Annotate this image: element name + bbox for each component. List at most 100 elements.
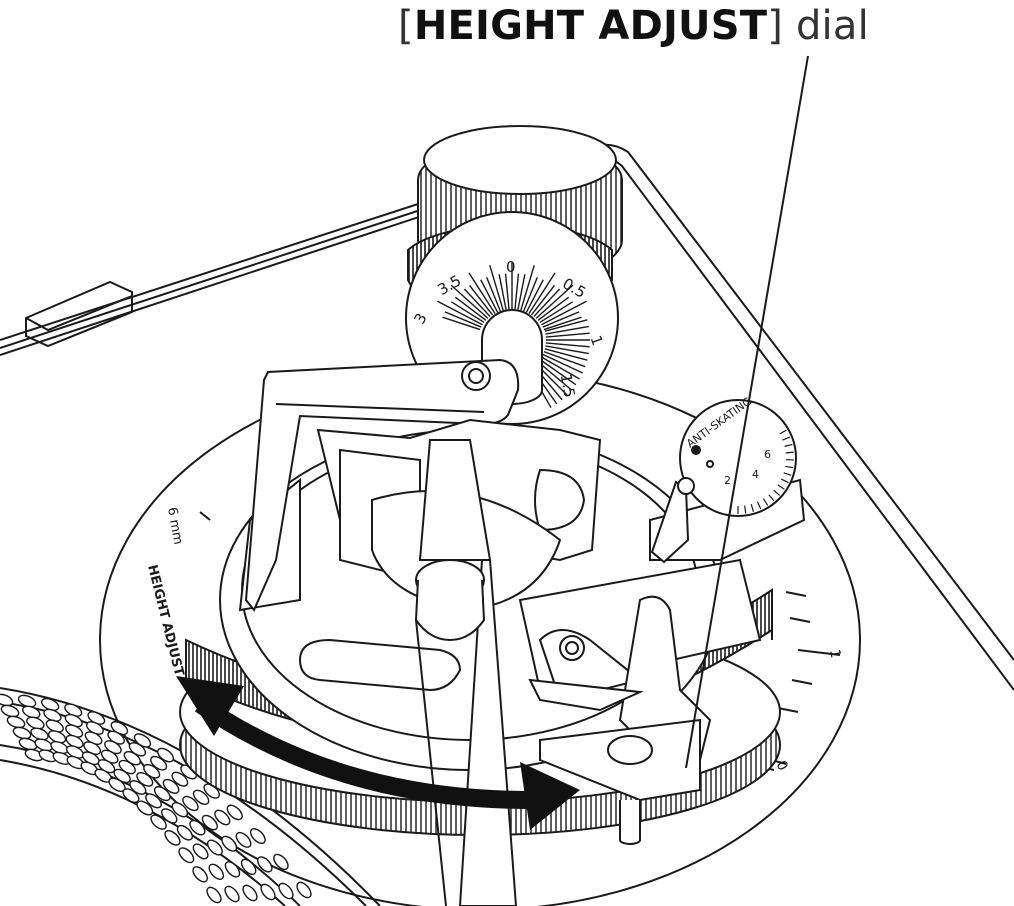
strobe-dot — [260, 883, 276, 901]
anti-skating-tick — [783, 472, 792, 476]
anti-skating-tick — [762, 498, 769, 506]
dial-tick — [528, 272, 556, 314]
strobe-dot — [192, 789, 210, 805]
arm-lift-dial-ticks — [437, 262, 590, 408]
base-ring-unit-label: 6 mm — [164, 506, 185, 546]
anti-skating-dial — [649, 399, 806, 564]
dial-tick — [522, 277, 538, 312]
strobe-dot — [0, 693, 14, 707]
dial-tick — [541, 300, 587, 326]
anti-skating-tick — [782, 436, 791, 441]
strobe-dot — [224, 885, 240, 903]
dial-tick — [539, 301, 573, 324]
dial-tick — [545, 332, 590, 338]
base-ring-scale-1: 1 — [826, 648, 843, 660]
dial-tick — [537, 296, 570, 321]
strobe-dot — [17, 694, 37, 708]
anti-skating-tick — [779, 429, 787, 435]
strobe-dot — [18, 737, 38, 751]
anti-skating-tick — [777, 484, 785, 490]
dial-tick — [545, 345, 589, 355]
dial-tick — [504, 273, 510, 310]
dial-tick — [543, 316, 582, 331]
strobe-dot — [226, 804, 243, 821]
anti-skating-num-2: 2 — [724, 474, 731, 487]
dial-tick — [533, 288, 561, 318]
dial-tick — [530, 285, 555, 316]
anti-skating-tick — [780, 478, 789, 484]
strobe-dot — [182, 795, 199, 812]
strobe-dot — [26, 716, 45, 730]
dial-tick — [525, 279, 544, 313]
strobe-dot — [206, 839, 223, 856]
dial-tick — [545, 342, 590, 348]
strobe-dot — [122, 788, 140, 803]
dial-tick — [442, 316, 481, 331]
cover-hinge — [25, 280, 133, 348]
strobe-dot — [171, 801, 189, 818]
anti-skating-tick — [773, 489, 781, 496]
dial-tick — [468, 272, 496, 314]
arm-lift-label-1-5: 1.5 — [557, 372, 579, 399]
strobe-dot — [153, 786, 171, 802]
strobe-dot — [206, 886, 222, 904]
strobe-dot — [214, 809, 231, 826]
rotation-arrow — [176, 676, 580, 830]
dial-tick — [463, 288, 491, 318]
strobe-dot — [164, 829, 181, 846]
strobe-dot — [136, 800, 154, 816]
anti-skating-tick — [768, 494, 775, 502]
strobe-dot — [189, 819, 206, 836]
strobe-dot — [221, 835, 238, 852]
strobe-dot — [192, 843, 209, 860]
callout-bracket-open: [ — [398, 3, 414, 49]
strobe-dot — [224, 861, 241, 878]
callout-label-bold: HEIGHT ADJUST — [413, 3, 768, 49]
dial-tick — [450, 284, 489, 319]
strobe-dot — [201, 814, 218, 831]
dial-tick — [469, 285, 494, 316]
callout-bracket-close: ] — [767, 3, 784, 49]
anti-skating-tick — [784, 443, 793, 447]
strobe-dot — [30, 727, 49, 741]
dial-tick — [437, 300, 483, 326]
strobe-dot — [273, 853, 289, 871]
tonearm-tube — [414, 439, 518, 906]
anti-skating-tick — [785, 451, 794, 454]
strobe-dot — [150, 814, 167, 830]
strobe-dot — [208, 863, 225, 880]
dial-tick — [544, 319, 588, 332]
dial-tick — [486, 277, 502, 312]
dial-tick — [541, 356, 580, 380]
anti-skating-tick — [744, 505, 747, 514]
callout-leader-line — [685, 55, 809, 769]
dial-tick — [545, 325, 589, 335]
dial-tick — [542, 353, 583, 374]
dial-tick — [489, 265, 504, 311]
dial-tick — [543, 350, 586, 368]
dial-tick — [451, 301, 485, 324]
strobe-dot — [162, 778, 180, 794]
dial-tick — [537, 361, 573, 391]
strobe-dot — [21, 705, 41, 719]
strobe-dot — [178, 847, 195, 864]
anti-skating-num-4: 4 — [752, 468, 759, 481]
strobe-dot — [249, 828, 266, 845]
dial-tick — [542, 311, 580, 328]
dial-tick — [444, 311, 482, 328]
strobe-dot — [0, 704, 20, 718]
strobe-dot — [256, 856, 273, 873]
dial-tick — [544, 348, 588, 361]
anti-skating-tick — [785, 465, 794, 469]
anti-skating-num-6: 6 — [764, 448, 771, 461]
strobe-dot — [160, 808, 178, 824]
strobe-dot — [296, 881, 312, 899]
strobe-dot — [145, 793, 162, 809]
callout-label: [HEIGHT ADJUST] dial — [398, 2, 869, 50]
dial-tick — [535, 284, 574, 319]
anti-skating-tick — [756, 501, 762, 510]
dial-tick — [520, 265, 535, 311]
callout-label-suffix: dial — [783, 3, 869, 49]
strobe-dot — [12, 726, 32, 740]
